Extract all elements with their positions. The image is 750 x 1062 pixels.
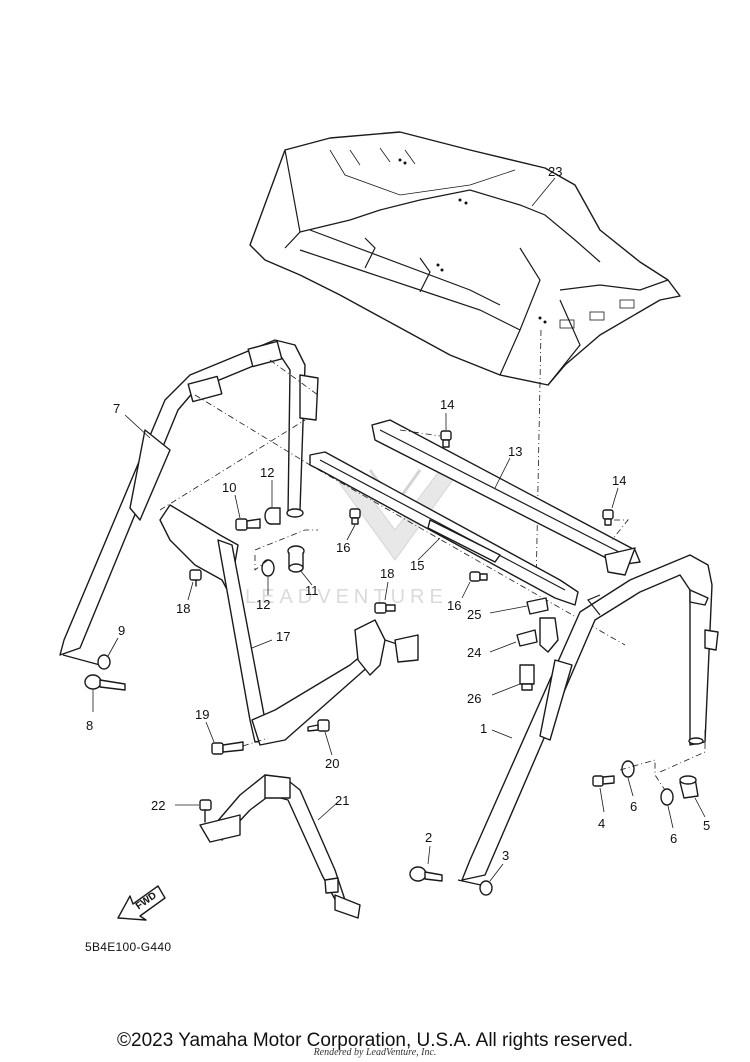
- reference-code: 5B4E100-G440: [85, 940, 172, 954]
- watermark-text: LEADVENTURE: [245, 586, 448, 608]
- part-21-lower-brace[interactable]: [199, 774, 361, 919]
- leadventure-watermark: LEADVENTURE: [245, 469, 461, 608]
- callout-5: 5: [703, 818, 710, 833]
- part-17-brace[interactable]: [159, 504, 419, 746]
- part-11-bushing[interactable]: [287, 545, 305, 573]
- callout-20: 20: [325, 756, 339, 771]
- callout-14a: 14: [440, 397, 454, 412]
- part-13-crossbar[interactable]: [371, 419, 641, 576]
- callout-12b: 12: [256, 597, 270, 612]
- callout-19: 19: [195, 707, 209, 722]
- callout-14b: 14: [612, 473, 626, 488]
- callout-24: 24: [467, 645, 481, 660]
- callout-13: 13: [508, 444, 522, 459]
- callout-22: 22: [151, 798, 165, 813]
- part-22-bolt[interactable]: [199, 799, 212, 823]
- callout-10: 10: [222, 480, 236, 495]
- rendered-by-credit: Rendered by LeadVenture, Inc.: [313, 1047, 437, 1058]
- callout-12a: 12: [260, 465, 274, 480]
- part-6-washer-lower[interactable]: [660, 788, 674, 806]
- part-6-washer-upper[interactable]: [621, 760, 635, 778]
- part-12-collar-upper[interactable]: [264, 507, 281, 525]
- callout-6b: 6: [670, 831, 677, 846]
- copyright-notice: ©2023 Yamaha Motor Corporation, U.S.A. A…: [117, 1030, 633, 1051]
- part-14-bolt-upper[interactable]: [440, 430, 452, 448]
- part-7-front-left-roll-bar[interactable]: [59, 339, 319, 666]
- part-1-rear-right-roll-bar[interactable]: [457, 554, 719, 888]
- callout-16a: 16: [336, 540, 350, 555]
- callout-6a: 6: [630, 799, 637, 814]
- callout-23: 23: [548, 164, 562, 179]
- callout-15: 15: [410, 558, 424, 573]
- callout-9: 9: [118, 623, 125, 638]
- part-12-collar-lower[interactable]: [261, 559, 275, 577]
- callout-18a: 18: [176, 601, 190, 616]
- part-23-roof[interactable]: [249, 131, 681, 386]
- callout-16b: 16: [447, 598, 461, 613]
- part-5-bushing[interactable]: [679, 775, 699, 799]
- part-16-bolt-left[interactable]: [349, 508, 361, 525]
- part-8-bolt[interactable]: [84, 674, 126, 691]
- callout-18b: 18: [380, 566, 394, 581]
- part-26-bolt[interactable]: [519, 664, 535, 691]
- part-25-collar[interactable]: [526, 597, 549, 615]
- part-19-bolt[interactable]: [211, 741, 244, 755]
- part-18-bolt-left[interactable]: [189, 569, 202, 587]
- callout-3: 3: [502, 848, 509, 863]
- part-14-bolt-right[interactable]: [602, 509, 614, 526]
- part-20-bolt[interactable]: [307, 719, 330, 732]
- part-3-washer[interactable]: [479, 880, 493, 896]
- callout-26: 26: [467, 691, 481, 706]
- part-2-bolt[interactable]: [409, 866, 443, 882]
- callout-11: 11: [305, 583, 319, 598]
- callout-25: 25: [467, 607, 481, 622]
- callout-21: 21: [335, 793, 349, 808]
- callout-1: 1: [480, 721, 487, 736]
- part-4-bolt[interactable]: [592, 775, 615, 787]
- callout-2: 2: [425, 830, 432, 845]
- callout-4: 4: [598, 816, 605, 831]
- part-10-bolt[interactable]: [235, 518, 261, 531]
- callout-7: 7: [113, 401, 120, 416]
- fwd-arrow-icon: FWD: [117, 885, 166, 921]
- part-9-washer[interactable]: [97, 654, 111, 670]
- part-16-bolt-right[interactable]: [469, 571, 488, 582]
- part-15-crossbar[interactable]: [309, 451, 579, 606]
- callout-17: 17: [276, 629, 290, 644]
- part-18-bolt-right[interactable]: [374, 602, 396, 614]
- callout-8: 8: [86, 718, 93, 733]
- part-24-clamp[interactable]: [516, 617, 559, 653]
